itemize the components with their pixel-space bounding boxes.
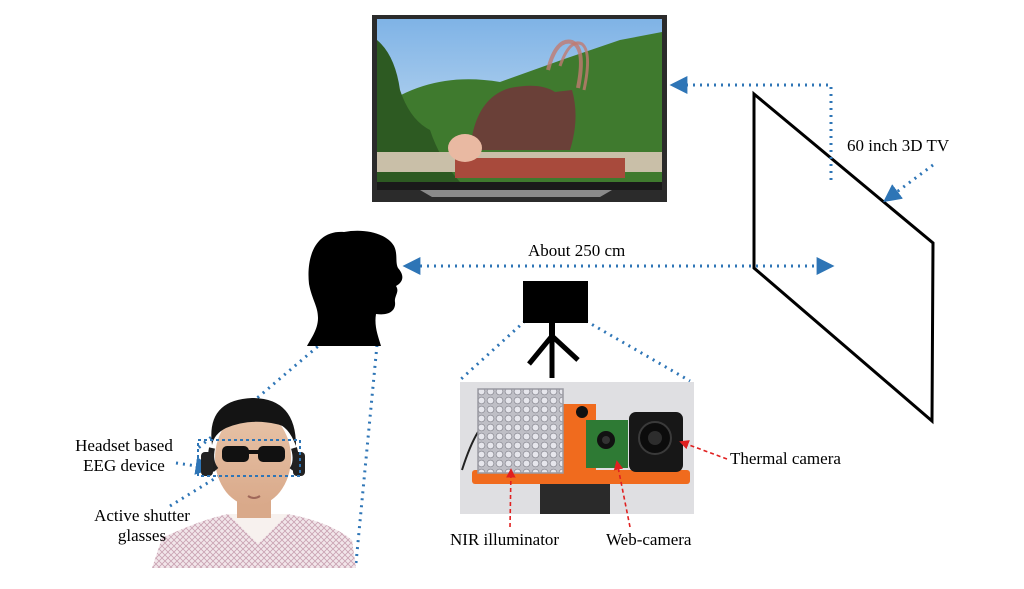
tv-statue-ball <box>448 134 482 162</box>
head-zoom-leader-right <box>354 344 379 564</box>
eeg-label: Headset based EEG device <box>62 436 186 476</box>
head-silhouette-icon <box>307 230 403 346</box>
tripod-camera-icon <box>523 281 588 378</box>
thermal-leader <box>679 440 728 460</box>
subject-photo <box>152 398 356 568</box>
camera-zoom-leader-left <box>458 319 527 382</box>
eeg-label-line1: Headset based <box>75 436 173 455</box>
distance-label: About 250 cm <box>528 241 626 260</box>
nir-illuminator-panel <box>477 388 564 474</box>
web-camera-label: Web-camera <box>606 530 692 549</box>
tv-link-leader <box>669 76 833 180</box>
camera-system-photo <box>460 382 694 514</box>
glasses-label-line1: Active shutter <box>94 506 190 525</box>
tv-label-leader <box>883 163 934 203</box>
nir-illuminator-label: NIR illuminator <box>450 530 560 549</box>
tv-statue-body <box>470 85 576 150</box>
camera-zoom-leader-right <box>585 319 691 383</box>
tv-pedestal <box>455 158 625 178</box>
glasses-label: Active shutter glasses <box>80 506 204 546</box>
eeg-headset-earpiece <box>201 452 213 476</box>
tv-photo <box>372 15 667 202</box>
tv-tree <box>377 40 460 182</box>
tv-perspective-outline <box>752 90 935 425</box>
glasses-label-line2: glasses <box>117 526 167 545</box>
headset-highlight-box <box>197 439 301 477</box>
shutter-glasses-left-lens <box>222 446 249 462</box>
thermal-camera-label: Thermal camera <box>730 449 841 468</box>
glasses-leader <box>169 466 236 508</box>
red-dashed-leaders <box>506 440 728 528</box>
nir-leader <box>506 468 516 528</box>
tv-label: 60 inch 3D TV <box>847 136 950 155</box>
eeg-label-line2: EEG device <box>83 456 165 475</box>
tv-stand <box>420 190 612 197</box>
